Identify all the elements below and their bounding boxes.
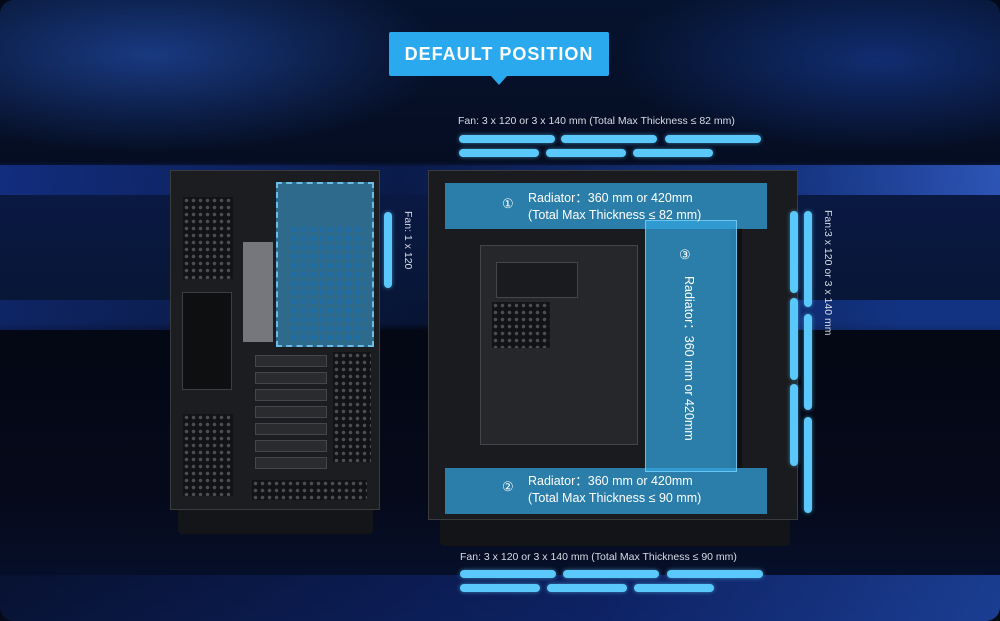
tray-cutout — [496, 262, 578, 298]
top-fan-spec: Fan: 3 x 120 or 3 x 140 mm (Total Max Th… — [458, 115, 735, 127]
bottom-fan-bar — [563, 570, 659, 578]
bottom-radiator-label: Radiator：360 mm or 420mm (Total Max Thic… — [528, 473, 701, 507]
top-fan-bar — [459, 149, 539, 157]
expansion-slot — [255, 372, 327, 384]
top-fan-bar — [561, 135, 657, 143]
bottom-radiator-size: Radiator：360 mm or 420mm — [528, 474, 693, 488]
top-radiator-size: Radiator：360 mm or 420mm — [528, 191, 693, 205]
bottom-radiator-overlay — [445, 468, 767, 514]
rear-panel — [243, 242, 273, 342]
top-radiator-label: Radiator：360 mm or 420mm (Total Max Thic… — [528, 190, 701, 224]
side-fan-bar — [804, 314, 812, 410]
marker-3: ③ — [679, 247, 691, 262]
bottom-fan-bar — [547, 584, 627, 592]
expansion-slot — [255, 406, 327, 418]
top-fan-bar — [546, 149, 626, 157]
side-vent — [333, 352, 371, 462]
side-fan-bar — [790, 298, 798, 380]
bottom-fan-bar — [634, 584, 714, 592]
case-rear-foot — [178, 510, 373, 534]
rear-fan-bar — [384, 212, 392, 288]
top-fan-bar — [665, 135, 761, 143]
psu-opening — [182, 292, 232, 390]
rear-fan-grill — [290, 225, 365, 340]
expansion-slot — [255, 423, 327, 435]
bottom-vent — [252, 480, 367, 500]
bottom-fan-bar — [460, 584, 540, 592]
light-streak — [0, 575, 1000, 621]
top-fan-bar — [459, 135, 555, 143]
side-fan-spec: Fan:3 x 120 or 3 x 140 mm — [822, 210, 834, 336]
side-fan-bar — [790, 211, 798, 293]
bottom-fan-bar — [667, 570, 763, 578]
case-side-foot — [440, 520, 790, 546]
marker-1: ① — [502, 196, 514, 211]
rear-vent — [183, 414, 233, 496]
side-radiator-size: Radiator：360 mm or 420mm — [682, 276, 696, 441]
marker-2: ② — [502, 479, 514, 494]
expansion-slot — [255, 389, 327, 401]
side-fan-bar — [804, 211, 812, 307]
expansion-slot — [255, 440, 327, 452]
bottom-fan-bar — [460, 570, 556, 578]
side-fan-bar — [804, 417, 812, 513]
top-fan-bar — [633, 149, 713, 157]
default-position-title: DEFAULT POSITION — [389, 32, 609, 76]
bottom-fan-spec: Fan: 3 x 120 or 3 x 140 mm (Total Max Th… — [460, 551, 737, 563]
side-fan-bar — [790, 384, 798, 466]
title-pointer — [491, 76, 507, 85]
rear-vent — [183, 197, 233, 279]
rear-fan-spec: Fan: 1 x 120 — [402, 211, 414, 270]
side-radiator-overlay — [645, 220, 737, 472]
tray-vent — [492, 302, 550, 348]
bottom-radiator-thickness: (Total Max Thickness ≤ 90 mm) — [528, 491, 702, 505]
top-radiator-thickness: (Total Max Thickness ≤ 82 mm) — [528, 208, 702, 222]
expansion-slot — [255, 457, 327, 469]
expansion-slot — [255, 355, 327, 367]
